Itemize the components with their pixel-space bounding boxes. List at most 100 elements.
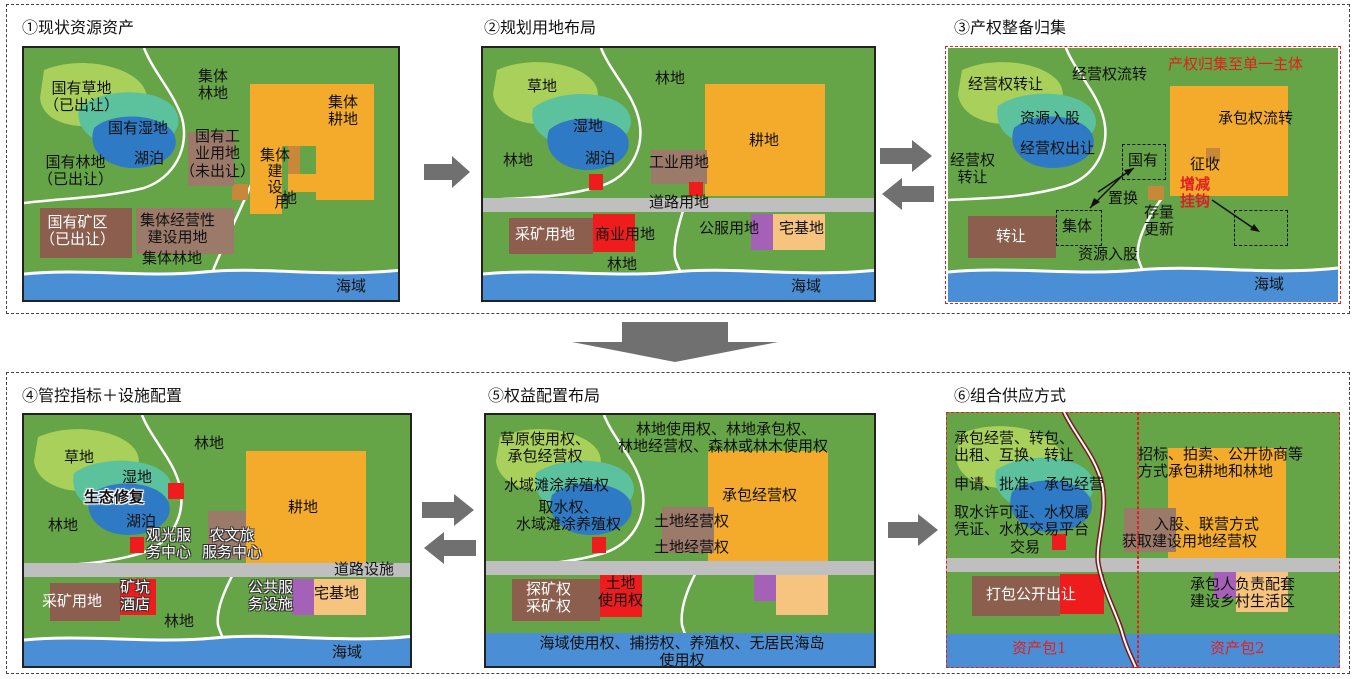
p5-label-aquaculture: 水域滩涂养殖权 bbox=[504, 476, 610, 494]
panel1-map: 国有草地（已出让） 国有湿地 湖泊 国有林地（已出让） 国有工业用地（未出让） … bbox=[22, 46, 400, 302]
panel1-terrain bbox=[24, 48, 374, 297]
p5-label-water: 取水权、水域滩涂养殖权 bbox=[516, 498, 622, 534]
p4-label-public: 公共服务设施 bbox=[248, 578, 294, 614]
p5-label-use: 土地使用权 bbox=[598, 574, 644, 610]
p3-box-target bbox=[1234, 210, 1288, 246]
p3-box-collective bbox=[1056, 210, 1102, 246]
p3-label-out: 经营权出让 bbox=[1020, 139, 1096, 157]
panel4-wave bbox=[24, 634, 410, 642]
p2-label-public: 公服用地 bbox=[699, 219, 760, 237]
p3-label-transfer2: 经营权转让 bbox=[950, 151, 996, 187]
p4-label-homestead: 宅基地 bbox=[314, 584, 360, 602]
p1-label-collective-op: 集体经营性建设用地 bbox=[140, 211, 216, 247]
p2-label-forest: 林地 bbox=[503, 151, 534, 169]
p1-label-sea: 海域 bbox=[336, 277, 367, 295]
panel6-divider bbox=[1061, 412, 1139, 668]
arrow-right-1-2 bbox=[424, 156, 470, 188]
p4-label-road: 道路设施 bbox=[334, 560, 395, 578]
p1-label-collective-forest: 集体林地 bbox=[198, 67, 229, 103]
p3-label-increase: 增减挂钩 bbox=[1180, 175, 1211, 211]
arrow-left-3-2 bbox=[882, 178, 934, 210]
p1-label-forest: 国有林地（已出让） bbox=[38, 153, 114, 189]
arrow-right-4-5 bbox=[422, 494, 474, 526]
panel2-terrain bbox=[483, 48, 825, 297]
p2-label-commercial: 商业用地 bbox=[595, 225, 656, 243]
p4-label-lake: 湖泊 bbox=[126, 512, 157, 530]
p5-label-farm: 承包经营权 bbox=[722, 486, 798, 504]
panel3-wave bbox=[948, 266, 1338, 274]
panel4-map: 草地 湿地 生态修复 湖泊 林地 林地 耕地 观光服务中心 农文旅服务中心 道路… bbox=[22, 413, 412, 668]
p3-label-levy: 征收 bbox=[1190, 155, 1221, 173]
p3-label-state: 国有 bbox=[1128, 151, 1159, 169]
p6-label-f: 承包人负责配套建设乡村生活区 bbox=[1190, 575, 1296, 611]
arrow-left-5-4 bbox=[424, 532, 476, 564]
p3-label-transfer3: 转让 bbox=[996, 227, 1027, 245]
panel2-wave bbox=[483, 268, 874, 276]
p5-label-mining: 探矿权采矿权 bbox=[526, 580, 572, 616]
p3-label-flow: 经营权流转 bbox=[1072, 65, 1148, 83]
p5-label-land1: 土地经营权 bbox=[654, 512, 730, 530]
p5-label-grassland: 草原使用权、承包经营权 bbox=[500, 430, 591, 466]
panel6-title: ⑥组合供应方式 bbox=[954, 386, 1067, 405]
p4-label-grass: 草地 bbox=[64, 448, 95, 466]
panel2-sea bbox=[483, 272, 874, 300]
p6-asset-frame-1 bbox=[946, 412, 1138, 668]
p1-label-mine: 国有矿区（已出让） bbox=[40, 213, 116, 249]
panel6-map: 承包经营、转包、出租、互换、转让 申请、批准、承包经营 取水许可证、水权属凭证、… bbox=[946, 412, 1340, 668]
p2-label-grass: 草地 bbox=[527, 77, 558, 95]
panel2-road bbox=[483, 198, 874, 212]
panel3-terrain bbox=[948, 48, 1288, 297]
big-down-arrow bbox=[572, 322, 778, 362]
top-row-frame bbox=[6, 4, 1350, 314]
p3-label-lease: 承包权流转 bbox=[1218, 109, 1294, 127]
panel2-map: 草地 湿地 湖泊 林地 林地 耕地 工业用地 道路用地 采矿用地 商业用地 公服… bbox=[481, 46, 876, 302]
p2-label-forest-bottom: 林地 bbox=[607, 255, 638, 273]
p5-label-forest-rights: 林地使用权、林地承包权、林地经营权、森林或林木使用权 bbox=[618, 420, 829, 456]
p3-red-title: 产权归集至单一主体 bbox=[1168, 55, 1304, 73]
p6-label-a: 承包经营、转包、出租、互换、转让 bbox=[954, 429, 1075, 465]
p4-label-farm: 耕地 bbox=[288, 498, 319, 516]
p6-label-asset2: 资产包2 bbox=[1210, 639, 1265, 657]
p4-label-forest-top: 林地 bbox=[194, 434, 225, 452]
panel3-sea bbox=[948, 270, 1338, 302]
p1-label-collective-farm: 集体耕地 bbox=[328, 93, 359, 129]
p6-label-b: 申请、批准、承包经营 bbox=[954, 475, 1105, 493]
p2-label-wetland: 湿地 bbox=[573, 117, 604, 135]
p3-label-collective: 集体 bbox=[1062, 217, 1093, 235]
p4-label-svc: 观光服务中心 bbox=[146, 526, 192, 562]
panel1-title: ①现状资源资产 bbox=[22, 18, 135, 37]
panel4-road bbox=[24, 563, 410, 577]
panel4-terrain bbox=[24, 415, 366, 664]
panel1-wave bbox=[24, 268, 398, 276]
panel3-red-frame bbox=[945, 46, 1341, 304]
p1-label-collective-build: 集体 建 设 用 bbox=[260, 146, 291, 212]
p3-label-sea: 海域 bbox=[1254, 275, 1285, 293]
p1-label-industrial: 国有工业用地（未出让） bbox=[180, 127, 256, 180]
p4-label-wetland: 湿地 bbox=[122, 468, 153, 486]
p6-label-d: 招标、拍卖、公开协商等方式承包耕地和林地 bbox=[1138, 445, 1304, 481]
arrow-right-2-3 bbox=[880, 140, 932, 172]
panel5-title: ⑤权益配置布局 bbox=[488, 386, 601, 405]
p6-label-c: 取水许可证、水权属凭证、水权交易平台交易 bbox=[954, 503, 1090, 556]
panel4-sea bbox=[24, 638, 410, 666]
p3-label-invest: 资源入股 bbox=[1020, 109, 1081, 127]
p2-label-sea: 海域 bbox=[791, 277, 822, 295]
panel5-terrain bbox=[486, 415, 828, 664]
panel1-sea bbox=[24, 272, 398, 300]
p2-label-forest-top: 林地 bbox=[655, 69, 686, 87]
p1-label-collective-build-last: 地 bbox=[282, 189, 298, 207]
p2-label-industrial: 工业用地 bbox=[649, 153, 710, 171]
p3-label-transfer1: 经营权转让 bbox=[968, 75, 1044, 93]
panel4-title: ④管控指标＋设施配置 bbox=[22, 386, 183, 405]
p3-label-stock: 存量更新 bbox=[1144, 203, 1175, 239]
panel5-map: 草原使用权、承包经营权 林地使用权、林地承包权、林地经营权、森林或林木使用权 水… bbox=[484, 413, 876, 668]
p3-box-state bbox=[1122, 144, 1166, 180]
panel5-road bbox=[486, 561, 874, 575]
p4-label-eco: 生态修复 bbox=[84, 488, 145, 506]
panel6-terrain bbox=[956, 426, 1288, 616]
p6-label-asset1: 资产包1 bbox=[1012, 639, 1067, 657]
p1-label-wetland: 国有湿地 bbox=[108, 119, 169, 137]
p6-asset-frame-2 bbox=[1138, 412, 1340, 668]
p6-label-package: 打包公开出让 bbox=[986, 585, 1077, 603]
p4-label-forest-bottom: 林地 bbox=[164, 612, 195, 630]
